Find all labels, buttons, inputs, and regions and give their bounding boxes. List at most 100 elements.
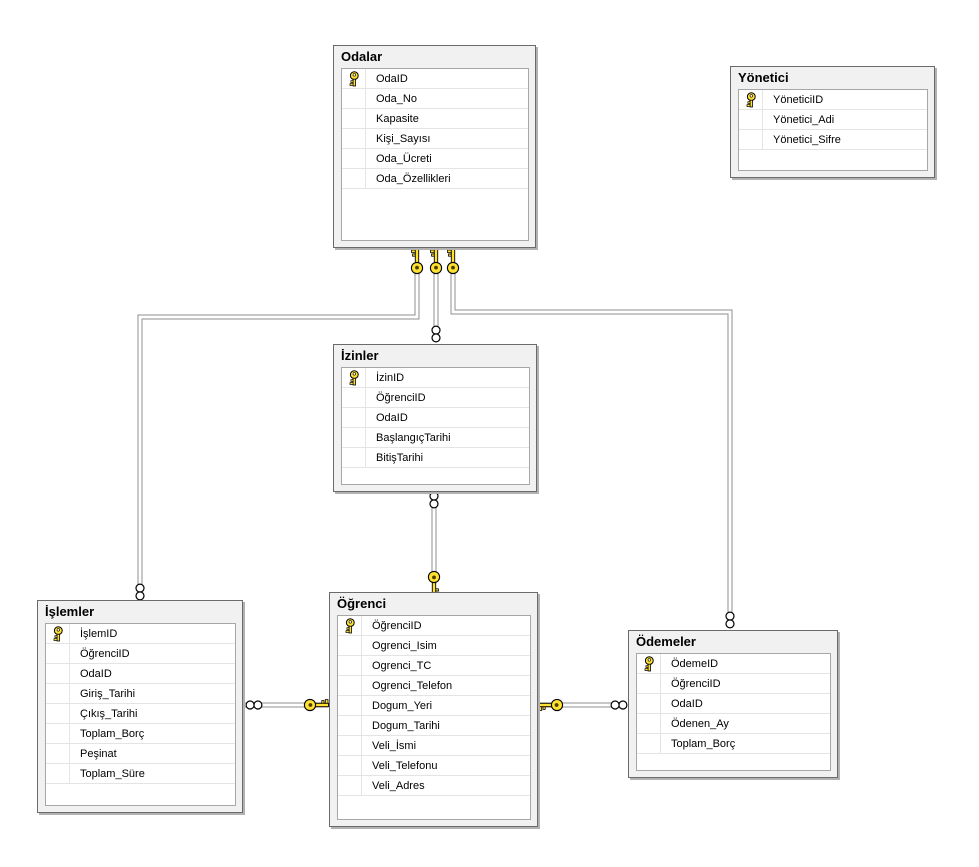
table-row[interactable]: Giriş_Tarihi <box>46 684 235 704</box>
infinity-endpoint-icon <box>610 700 628 710</box>
table-row[interactable]: ÖğrenciID <box>342 388 529 408</box>
relationship-odalar-islemler[interactable] <box>135 249 424 601</box>
key-endpoint-icon <box>538 698 564 712</box>
table-row[interactable]: ÖğrenciID <box>637 674 830 694</box>
key-cell <box>342 129 366 148</box>
primary-key-icon <box>746 91 756 107</box>
table-row[interactable]: OdaID <box>46 664 235 684</box>
table-row[interactable]: İşlemID <box>46 624 235 644</box>
column-name: Giriş_Tarihi <box>80 687 136 700</box>
table-row[interactable]: YöneticiID <box>739 90 927 110</box>
relationship-ogrenci-odemeler[interactable] <box>538 698 628 712</box>
column-name: Dogum_Yeri <box>372 699 433 712</box>
table-row[interactable]: Oda_Ücreti <box>342 149 528 169</box>
infinity-endpoint-icon <box>245 700 263 710</box>
table-row[interactable]: ÖğrenciID <box>46 644 235 664</box>
table-row[interactable]: BaşlangıçTarihi <box>342 428 529 448</box>
table-row[interactable]: Veli_Telefonu <box>338 756 530 776</box>
table-title: Odalar <box>341 49 383 64</box>
column-name: Ogrenci_TC <box>372 659 432 672</box>
primary-key-icon <box>345 617 355 633</box>
primary-key-icon <box>53 625 63 641</box>
table-row[interactable]: Toplam_Borç <box>46 724 235 744</box>
column-name: Veli_Telefonu <box>372 759 438 772</box>
key-cell <box>637 734 661 753</box>
key-endpoint-icon <box>446 249 460 275</box>
relationship-odalar-odemeler[interactable] <box>446 249 735 629</box>
infinity-endpoint-icon <box>725 611 735 629</box>
key-cell <box>342 408 366 427</box>
table-row[interactable]: Peşinat <box>46 744 235 764</box>
key-endpoint-icon <box>410 249 424 275</box>
column-name: ÖğrenciID <box>372 619 422 632</box>
relationship-ogrenci-islemler[interactable] <box>243 698 329 712</box>
table-row[interactable]: Ogrenci_Isim <box>338 636 530 656</box>
column-name: ÖdemeID <box>671 657 719 670</box>
column-name: Toplam_Süre <box>80 767 145 780</box>
table-row[interactable]: OdaID <box>342 408 529 428</box>
table-row[interactable]: Toplam_Borç <box>637 734 830 754</box>
table-row[interactable]: Kişi_Sayısı <box>342 129 528 149</box>
relationship-odalar-izinler[interactable] <box>429 249 443 343</box>
column-name: Çıkış_Tarihi <box>80 707 138 720</box>
key-cell <box>739 90 763 109</box>
table-row[interactable]: Toplam_Süre <box>46 764 235 784</box>
table-row[interactable]: ÖdemeID <box>637 654 830 674</box>
key-cell <box>338 736 362 755</box>
table-row[interactable]: Kapasite <box>342 109 528 129</box>
key-cell <box>342 428 366 447</box>
key-cell <box>342 149 366 168</box>
table-row[interactable]: İzinID <box>342 368 529 388</box>
table-title: İzinler <box>341 348 379 363</box>
table-row[interactable]: OdaID <box>637 694 830 714</box>
table-row[interactable]: Yönetici_Adi <box>739 110 927 130</box>
table-row[interactable]: Veli_İsmi <box>338 736 530 756</box>
column-name: Veli_İsmi <box>372 739 417 752</box>
key-cell <box>637 714 661 733</box>
column-name: BaşlangıçTarihi <box>376 431 451 444</box>
key-cell <box>342 69 366 88</box>
key-cell <box>338 636 362 655</box>
key-cell <box>338 676 362 695</box>
table-row[interactable]: Ogrenci_Telefon <box>338 676 530 696</box>
key-cell <box>46 624 70 643</box>
key-endpoint-icon <box>303 698 329 712</box>
key-cell <box>338 696 362 715</box>
table-row[interactable]: Çıkış_Tarihi <box>46 704 235 724</box>
column-name: Kişi_Sayısı <box>376 132 431 145</box>
relationship-ogrenci-izinler[interactable] <box>427 491 441 596</box>
column-name: Oda_Özellikleri <box>376 172 451 185</box>
column-name: Ogrenci_Telefon <box>372 679 453 692</box>
key-cell <box>46 704 70 723</box>
table-row[interactable]: Veli_Adres <box>338 776 530 796</box>
primary-key-icon <box>349 70 359 86</box>
table-row[interactable]: OdaID <box>342 69 528 89</box>
table-row[interactable]: Dogum_Tarihi <box>338 716 530 736</box>
primary-key-icon <box>644 655 654 671</box>
key-cell <box>46 684 70 703</box>
table-row[interactable]: BitişTarihi <box>342 448 529 468</box>
table-row[interactable]: Ödenen_Ay <box>637 714 830 734</box>
table-row[interactable]: Oda_No <box>342 89 528 109</box>
table-row[interactable]: Yönetici_Sifre <box>739 130 927 150</box>
table-row[interactable]: ÖğrenciID <box>338 616 530 636</box>
table-row[interactable]: Dogum_Yeri <box>338 696 530 716</box>
column-name: OdaID <box>80 667 112 680</box>
key-cell <box>342 89 366 108</box>
table-row[interactable]: Oda_Özellikleri <box>342 169 528 189</box>
key-cell <box>338 616 362 635</box>
key-cell <box>342 109 366 128</box>
table-row[interactable]: Ogrenci_TC <box>338 656 530 676</box>
